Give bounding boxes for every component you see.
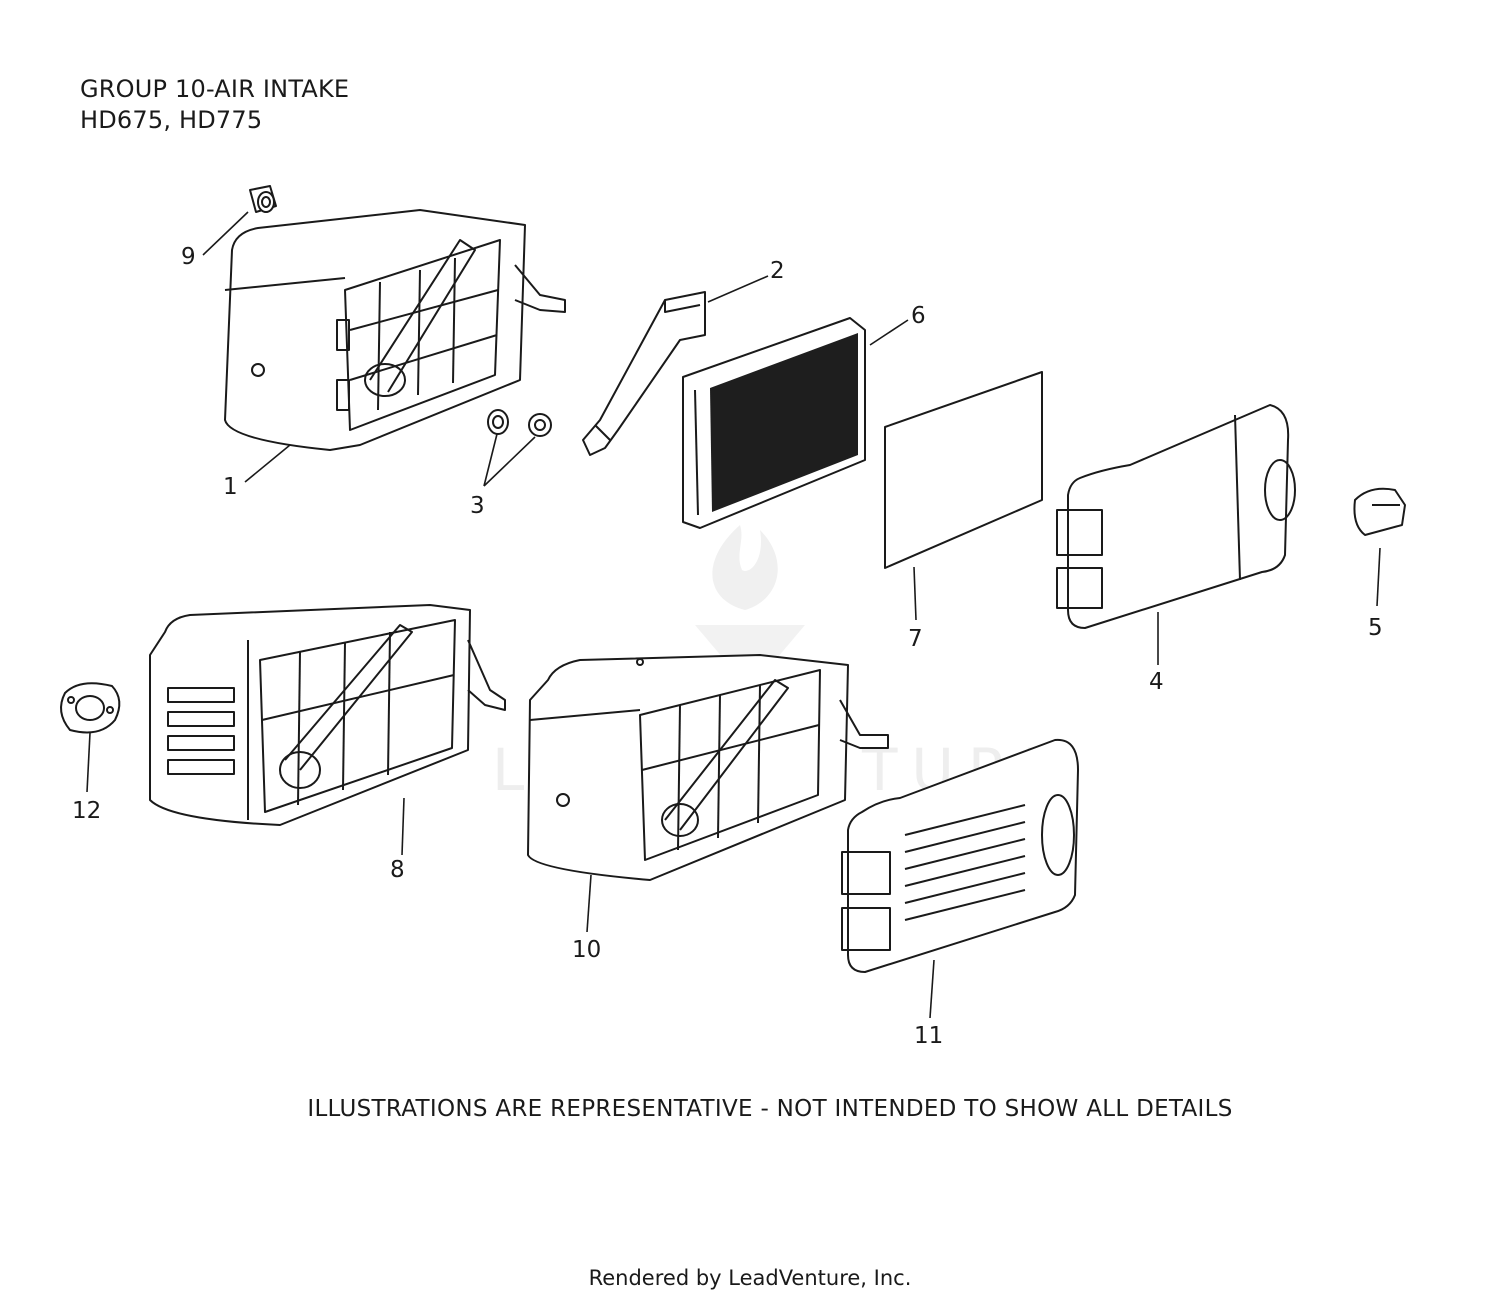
- callout-6: 6: [911, 303, 926, 329]
- callout-5: 5: [1368, 615, 1383, 641]
- diagram-group-title: GROUP 10-AIR INTAKE: [80, 75, 350, 103]
- callout-2: 2: [770, 258, 785, 284]
- part-10-air-cleaner-base: [527, 654, 889, 881]
- part-3-grommets: [487, 409, 552, 437]
- callout-12: 12: [72, 798, 101, 824]
- callout-10: 10: [572, 937, 601, 963]
- part-1-air-cleaner-base: [224, 209, 566, 451]
- part-6-air-filter: [682, 317, 866, 529]
- diagram-models: HD675, HD775: [80, 106, 263, 134]
- part-7-pre-cleaner: [884, 371, 1043, 569]
- callout-4: 4: [1149, 669, 1164, 695]
- part-2-breather-tube: [582, 291, 706, 456]
- part-9-bushing: [249, 185, 277, 213]
- part-12-gasket: [60, 682, 121, 734]
- callout-8: 8: [390, 857, 405, 883]
- callout-labels: 9 2 6 1 3 7 4 5 12 8 10 11: [72, 244, 1383, 1049]
- part-5-knob: [1353, 487, 1406, 536]
- callout-7: 7: [908, 626, 923, 652]
- disclaimer-note: ILLUSTRATIONS ARE REPRESENTATIVE - NOT I…: [307, 1096, 1233, 1122]
- part-11-vented-cover: [841, 738, 1079, 973]
- leader-lines: [86, 211, 1381, 1019]
- callout-11: 11: [914, 1023, 943, 1049]
- part-4-air-cleaner-cover: [1056, 404, 1296, 629]
- callout-1: 1: [223, 474, 238, 500]
- render-credit: Rendered by LeadVenture, Inc.: [588, 1266, 912, 1290]
- callout-3: 3: [470, 493, 485, 519]
- callout-9: 9: [181, 244, 196, 270]
- part-8-air-cleaner-base: [149, 604, 506, 826]
